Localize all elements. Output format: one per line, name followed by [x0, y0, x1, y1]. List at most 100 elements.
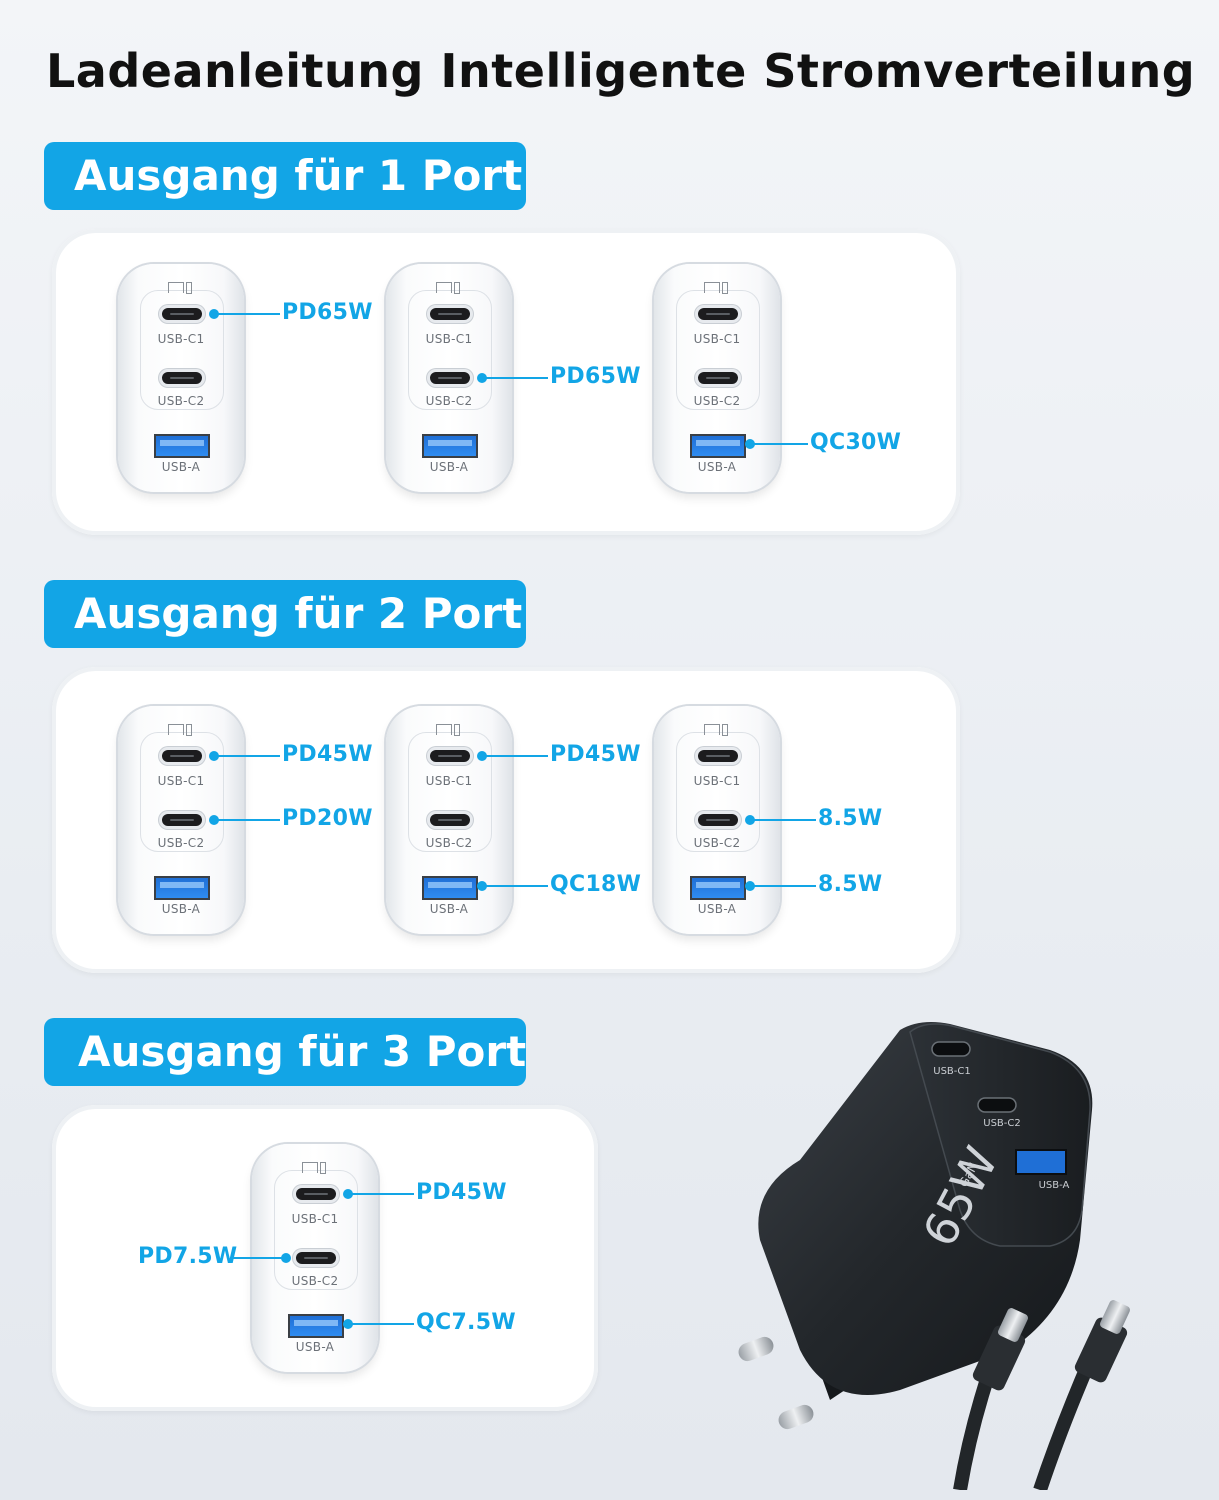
- indicator-icon: [320, 1162, 326, 1174]
- product-port-label: USB-C1: [933, 1066, 970, 1077]
- usb-a-port: [288, 1314, 344, 1338]
- page-title: Ladeanleitung Intelligente Stromverteilu…: [46, 44, 1196, 98]
- wattage-label: PD20W: [282, 806, 373, 831]
- active-port-dot: [209, 309, 219, 319]
- port-label: USB-C1: [157, 774, 205, 788]
- wattage-label: PD45W: [416, 1180, 507, 1205]
- active-port-dot: [477, 881, 487, 891]
- port-label: USB-C2: [693, 394, 741, 408]
- wattage-label: 8.5W: [818, 806, 883, 831]
- usb-c1-port: [162, 750, 202, 762]
- indicator-icon: [704, 282, 720, 293]
- port-label: USB-C1: [693, 332, 741, 346]
- callout-line: [214, 819, 280, 821]
- plug-pin-left: [738, 1336, 774, 1362]
- usb-a-port: [154, 434, 210, 458]
- wattage-label: QC30W: [810, 430, 902, 455]
- usb-c1-port: [430, 750, 470, 762]
- usb-c2-port: [698, 814, 738, 826]
- callout-line: [750, 443, 808, 445]
- indicator-icon: [436, 282, 452, 293]
- port-panel: [408, 290, 492, 410]
- port-panel: [140, 732, 224, 852]
- port-panel: [676, 732, 760, 852]
- wattage-label: PD65W: [550, 364, 641, 389]
- product-port-usb-c1: USB-C1: [931, 1041, 971, 1077]
- port-label: USB-C2: [157, 836, 205, 850]
- usb-c2-port: [430, 372, 470, 384]
- wattage-label: 8.5W: [818, 872, 883, 897]
- wattage-label: PD7.5W: [138, 1244, 238, 1269]
- usb-c2-port: [296, 1252, 336, 1264]
- callout-line: [482, 377, 548, 379]
- usb-a-port: [154, 876, 210, 900]
- active-port-dot: [477, 373, 487, 383]
- port-label: USB-A: [697, 902, 737, 916]
- indicator-icon: [168, 724, 184, 735]
- indicator-icon: [722, 282, 728, 294]
- port-label: USB-C1: [425, 332, 473, 346]
- port-label: USB-A: [429, 902, 469, 916]
- callout-line: [214, 313, 280, 315]
- usb-a-port: [422, 876, 478, 900]
- indicator-icon: [168, 282, 184, 293]
- callout-line: [214, 755, 280, 757]
- port-label: USB-A: [295, 1340, 335, 1354]
- usb-a-port: [690, 434, 746, 458]
- port-label: USB-C1: [291, 1212, 339, 1226]
- port-label: USB-C2: [425, 836, 473, 850]
- callout-line: [348, 1323, 414, 1325]
- port-label: USB-C2: [291, 1274, 339, 1288]
- usb-a-port: [422, 434, 478, 458]
- port-label: USB-C2: [157, 394, 205, 408]
- usb-c1-port: [296, 1188, 336, 1200]
- wattage-label: PD45W: [550, 742, 641, 767]
- charger-product-image: USB-C1 USB-C2 USB-A 65W GaN: [738, 1022, 1130, 1490]
- product-port-label: USB-C2: [983, 1118, 1020, 1129]
- port-label: USB-C1: [693, 774, 741, 788]
- active-port-dot: [745, 439, 755, 449]
- active-port-dot: [477, 751, 487, 761]
- active-port-dot: [209, 815, 219, 825]
- usb-a-port: [690, 876, 746, 900]
- indicator-icon: [186, 724, 192, 736]
- active-port-dot: [281, 1253, 291, 1263]
- port-label: USB-C2: [693, 836, 741, 850]
- usb-c1-port: [698, 308, 738, 320]
- section-header-1-port: Ausgang für 1 Port: [44, 142, 526, 210]
- usb-c2-port: [430, 814, 470, 826]
- active-port-dot: [209, 751, 219, 761]
- wattage-label: PD65W: [282, 300, 373, 325]
- active-port-dot: [343, 1189, 353, 1199]
- usb-c2-port: [698, 372, 738, 384]
- callout-line: [482, 885, 548, 887]
- port-label: USB-A: [161, 902, 201, 916]
- section-header-3-port: Ausgang für 3 Port: [44, 1018, 526, 1086]
- callout-line: [348, 1193, 414, 1195]
- usb-c2-port: [162, 814, 202, 826]
- port-panel: [274, 1170, 358, 1290]
- usb-c-cable-left: [953, 1308, 1028, 1490]
- indicator-icon: [722, 724, 728, 736]
- port-label: USB-A: [697, 460, 737, 474]
- active-port-dot: [745, 881, 755, 891]
- active-port-dot: [745, 815, 755, 825]
- usb-c-cable-right: [1033, 1300, 1130, 1490]
- port-panel: [140, 290, 224, 410]
- indicator-icon: [704, 724, 720, 735]
- wattage-label: QC18W: [550, 872, 642, 897]
- indicator-icon: [436, 724, 452, 735]
- usb-c1-port: [698, 750, 738, 762]
- plug-pin-right: [778, 1404, 814, 1430]
- section-header-2-port: Ausgang für 2 Port: [44, 580, 526, 648]
- callout-line: [750, 885, 816, 887]
- wattage-label: PD45W: [282, 742, 373, 767]
- callout-line: [750, 819, 816, 821]
- indicator-icon: [186, 282, 192, 294]
- port-panel: [408, 732, 492, 852]
- product-port-usb-c2: USB-C2: [977, 1097, 1021, 1129]
- product-port-label: USB-A: [1039, 1180, 1070, 1191]
- active-port-dot: [343, 1319, 353, 1329]
